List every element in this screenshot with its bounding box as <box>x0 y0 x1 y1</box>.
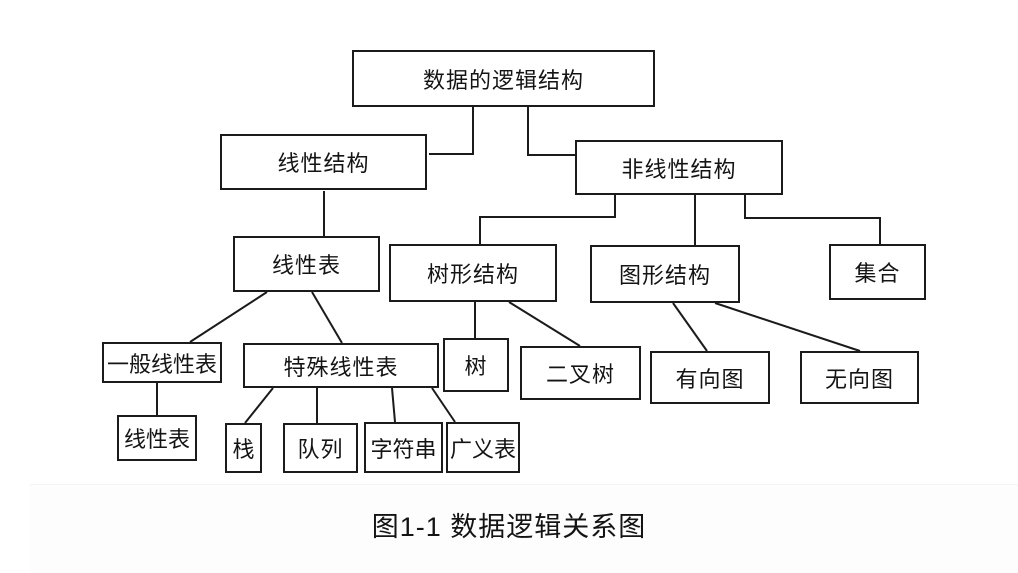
node-generalized-list: 广义表 <box>446 422 520 473</box>
edge-linear-list-special-linear-list <box>311 291 343 344</box>
edge-tree-structure-binary-tree <box>508 301 581 347</box>
node-tree: 树 <box>443 338 509 392</box>
node-queue: 队列 <box>283 423 358 473</box>
node-graph-structure: 图形结构 <box>590 245 740 303</box>
page-lower-band <box>30 484 1018 573</box>
edge-nonlinear-structure-set <box>744 195 881 244</box>
edge-special-linear-list-stack <box>244 387 274 424</box>
node-special-linear-list: 特殊线性表 <box>243 343 439 388</box>
node-root: 数据的逻辑结构 <box>352 50 655 107</box>
node-general-linear-list: 一般线性表 <box>102 342 222 383</box>
node-linear-list-leaf: 线性表 <box>117 415 197 461</box>
edge-special-linear-list-generalized-list <box>431 387 456 423</box>
edge-graph-structure-directed-graph <box>672 302 708 352</box>
node-set: 集合 <box>829 244 926 300</box>
node-binary-tree: 二叉树 <box>520 346 641 400</box>
node-nonlinear-structure: 非线性结构 <box>575 140 783 195</box>
edge-nonlinear-structure-tree-structure <box>479 195 616 244</box>
node-string: 字符串 <box>364 422 443 473</box>
edge-root-linear-structure <box>429 107 474 155</box>
node-undirected-graph: 无向图 <box>800 351 919 404</box>
edge-special-linear-list-string <box>391 387 396 423</box>
edge-graph-structure-undirected-graph <box>714 302 861 352</box>
node-linear-list: 线性表 <box>233 236 380 292</box>
node-tree-structure: 树形结构 <box>389 244 557 302</box>
edge-root-nonlinear-structure <box>527 107 575 156</box>
node-directed-graph: 有向图 <box>650 351 770 404</box>
edge-linear-list-general-linear-list <box>189 291 268 343</box>
node-stack: 栈 <box>225 423 262 473</box>
figure-caption: 图1-1 数据逻辑关系图 <box>371 512 647 542</box>
node-linear-structure: 线性结构 <box>220 134 427 190</box>
